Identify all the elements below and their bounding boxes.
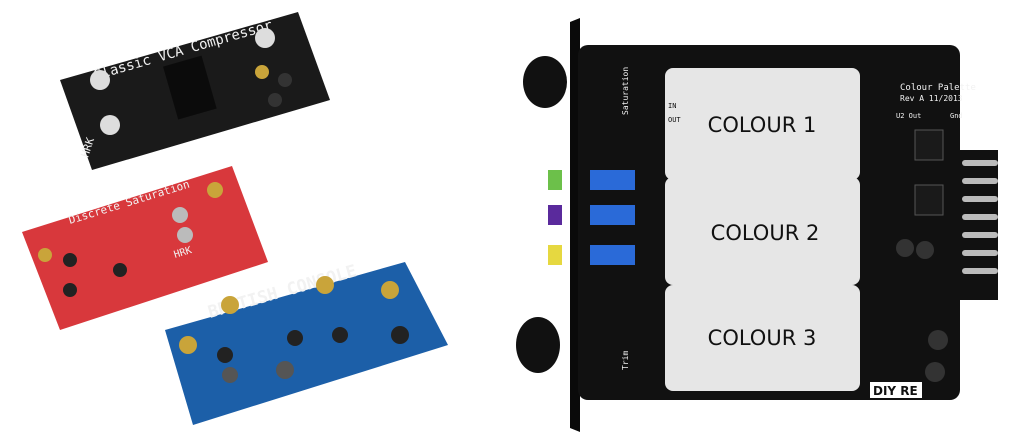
colour-slot-3: COLOUR 3 [665, 285, 860, 391]
saturation-knob [523, 56, 567, 108]
trim-label: Trim [621, 351, 630, 370]
saturation-board-logo: HRK [173, 245, 193, 261]
colour-palette-board: COLOUR 1 COLOUR 2 COLOUR 3 Colour Palett… [516, 18, 998, 432]
front-panel [570, 18, 580, 432]
colour-slot-2: COLOUR 2 [665, 177, 860, 285]
saturation-label: Saturation [621, 67, 630, 115]
slot-label: COLOUR 3 [708, 326, 817, 350]
vca-compressor-board: Classic VCA Compressor HRK [60, 12, 330, 170]
out-label: OUT [668, 116, 681, 124]
british-console-board: BRITISH CONSOLE [165, 261, 448, 425]
in-label: IN [668, 102, 676, 110]
u2-out-label: U2 Out [896, 112, 921, 120]
slot-label: COLOUR 2 [711, 221, 820, 245]
diyre-logo: DIY RE [873, 384, 918, 398]
palette-revision: Rev A 11/2013 [900, 94, 963, 103]
vca-board-logo: HRK [78, 136, 97, 159]
palette-title: Colour Palette [900, 83, 976, 93]
trim-knob [516, 317, 560, 373]
slot-label: COLOUR 1 [708, 113, 817, 137]
gnd-label: Gnd [950, 112, 963, 120]
discrete-saturation-board: Discrete Saturation HRK [22, 166, 268, 330]
colour-slot-1: COLOUR 1 [665, 68, 860, 180]
